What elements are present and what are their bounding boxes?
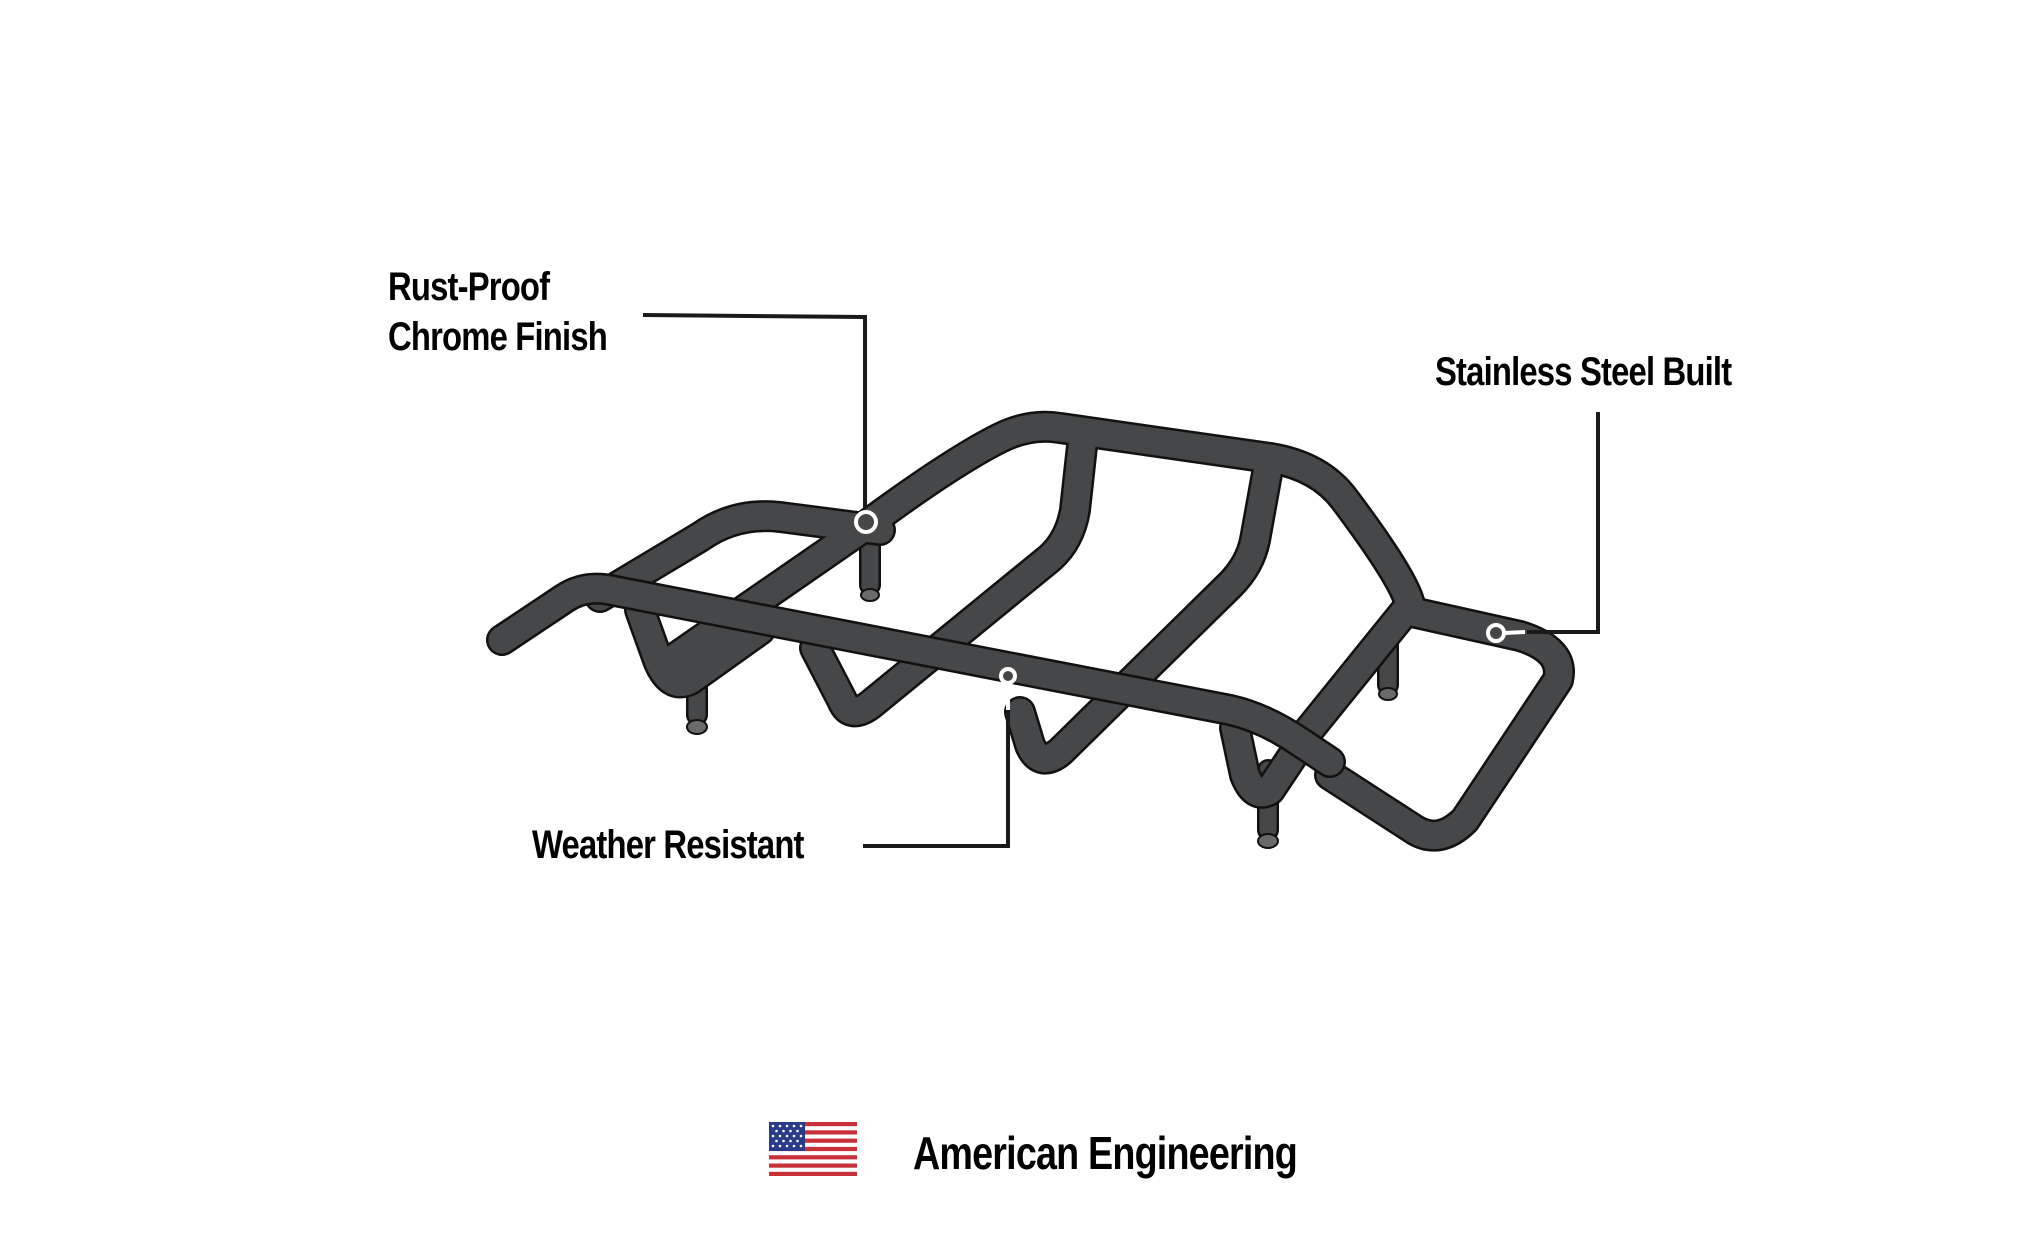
footer-american-engineering: American Engineering — [913, 1127, 1298, 1179]
marker-weather — [999, 667, 1017, 685]
callout-rust-proof-line2: Chrome Finish — [388, 315, 608, 359]
callout-weather-resistant: Weather Resistant — [532, 823, 804, 867]
marker-rust-proof — [854, 510, 878, 534]
leader-rust-proof — [642, 313, 867, 508]
marker-stainless — [1486, 623, 1506, 643]
callout-rust-proof-line1: Rust-Proof — [388, 265, 550, 309]
callout-stainless-steel: Stainless Steel Built — [1435, 350, 1732, 394]
leader-lines — [642, 313, 1600, 848]
us-flag-icon — [769, 1122, 857, 1176]
callout-markers — [854, 510, 1526, 710]
leader-stainless — [1527, 412, 1600, 634]
leader-weather — [863, 710, 1010, 848]
luggage-rack-illustration — [502, 427, 1559, 848]
callout-rust-proof: Rust-Proof Chrome Finish — [388, 262, 608, 362]
